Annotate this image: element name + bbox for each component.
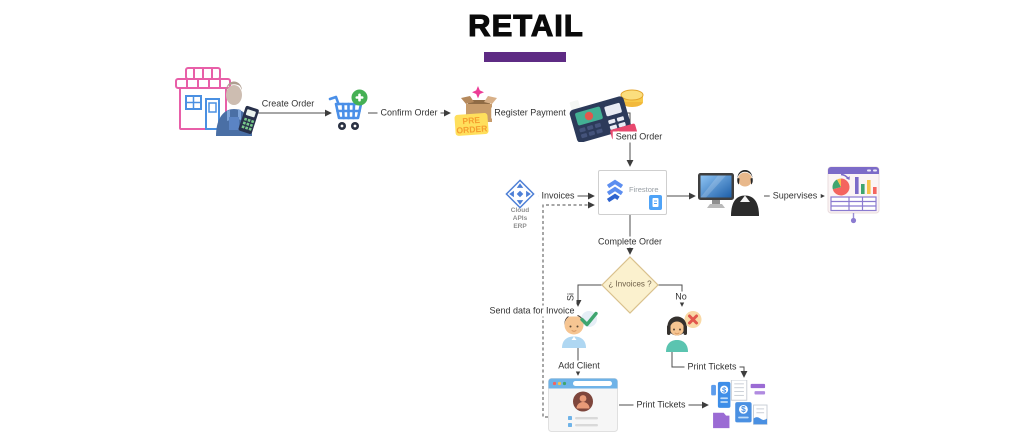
dollar-icon: $ — [741, 405, 746, 414]
cloud-apis-erp-icon — [505, 179, 535, 209]
label-decision: ¿ Invoices ? — [608, 279, 652, 289]
label-send-data-for-invoice: Send data for Invoice — [486, 305, 578, 317]
cloud-label-line1: Cloud — [510, 207, 530, 214]
client-cross-icon — [666, 311, 702, 352]
client-check-icon — [562, 311, 598, 348]
tickets-receipts-icon: $ $ — [711, 380, 768, 429]
cloud-label-line2: APIs — [512, 215, 528, 222]
firestore-logo-icon — [606, 179, 624, 203]
label-send-order: Send Order — [612, 131, 666, 143]
store-cashier-icon — [175, 67, 259, 136]
firestore-node: Firestore — [598, 170, 667, 215]
preorder-box-icon: PRE ORDER — [454, 86, 497, 136]
cloud-label-line3: ERP — [513, 223, 527, 230]
pos-terminal-icon — [569, 89, 644, 142]
label-confirm-order: Confirm Order — [377, 107, 441, 119]
label-add-client: Add Client — [555, 360, 603, 372]
preorder-text-line1: PRE — [462, 115, 481, 126]
dashboard-charts-icon — [827, 166, 880, 224]
preorder-text-line2: ORDER — [456, 123, 488, 135]
label-supervises: Supervises — [769, 190, 821, 202]
x-mark-icon — [688, 314, 698, 325]
label-create-order: Create Order — [261, 98, 315, 109]
label-print-tickets-no: Print Tickets — [684, 361, 740, 373]
cloud-apis-erp-label: Cloud APIs ERP — [505, 207, 535, 231]
cart-add-icon — [328, 89, 368, 130]
client-card-icon — [548, 378, 618, 432]
label-invoices: Invoices — [538, 190, 578, 202]
title-underline — [484, 52, 566, 62]
check-mark-icon — [580, 311, 598, 327]
supervisor-computer-icon — [698, 170, 759, 216]
label-si: Si — [565, 289, 577, 305]
label-no: No — [672, 291, 690, 303]
label-print-tickets-client: Print Tickets — [633, 399, 689, 411]
edge-decision-si — [574, 284, 602, 307]
firestore-label: Firestore — [629, 185, 659, 194]
dollar-icon: $ — [722, 385, 727, 394]
decision-diamond — [601, 256, 659, 314]
page-title: RETAIL — [468, 7, 584, 43]
label-register-payment: Register Payment — [491, 107, 569, 119]
database-icon — [649, 195, 662, 210]
label-complete-order: Complete Order — [594, 236, 666, 248]
